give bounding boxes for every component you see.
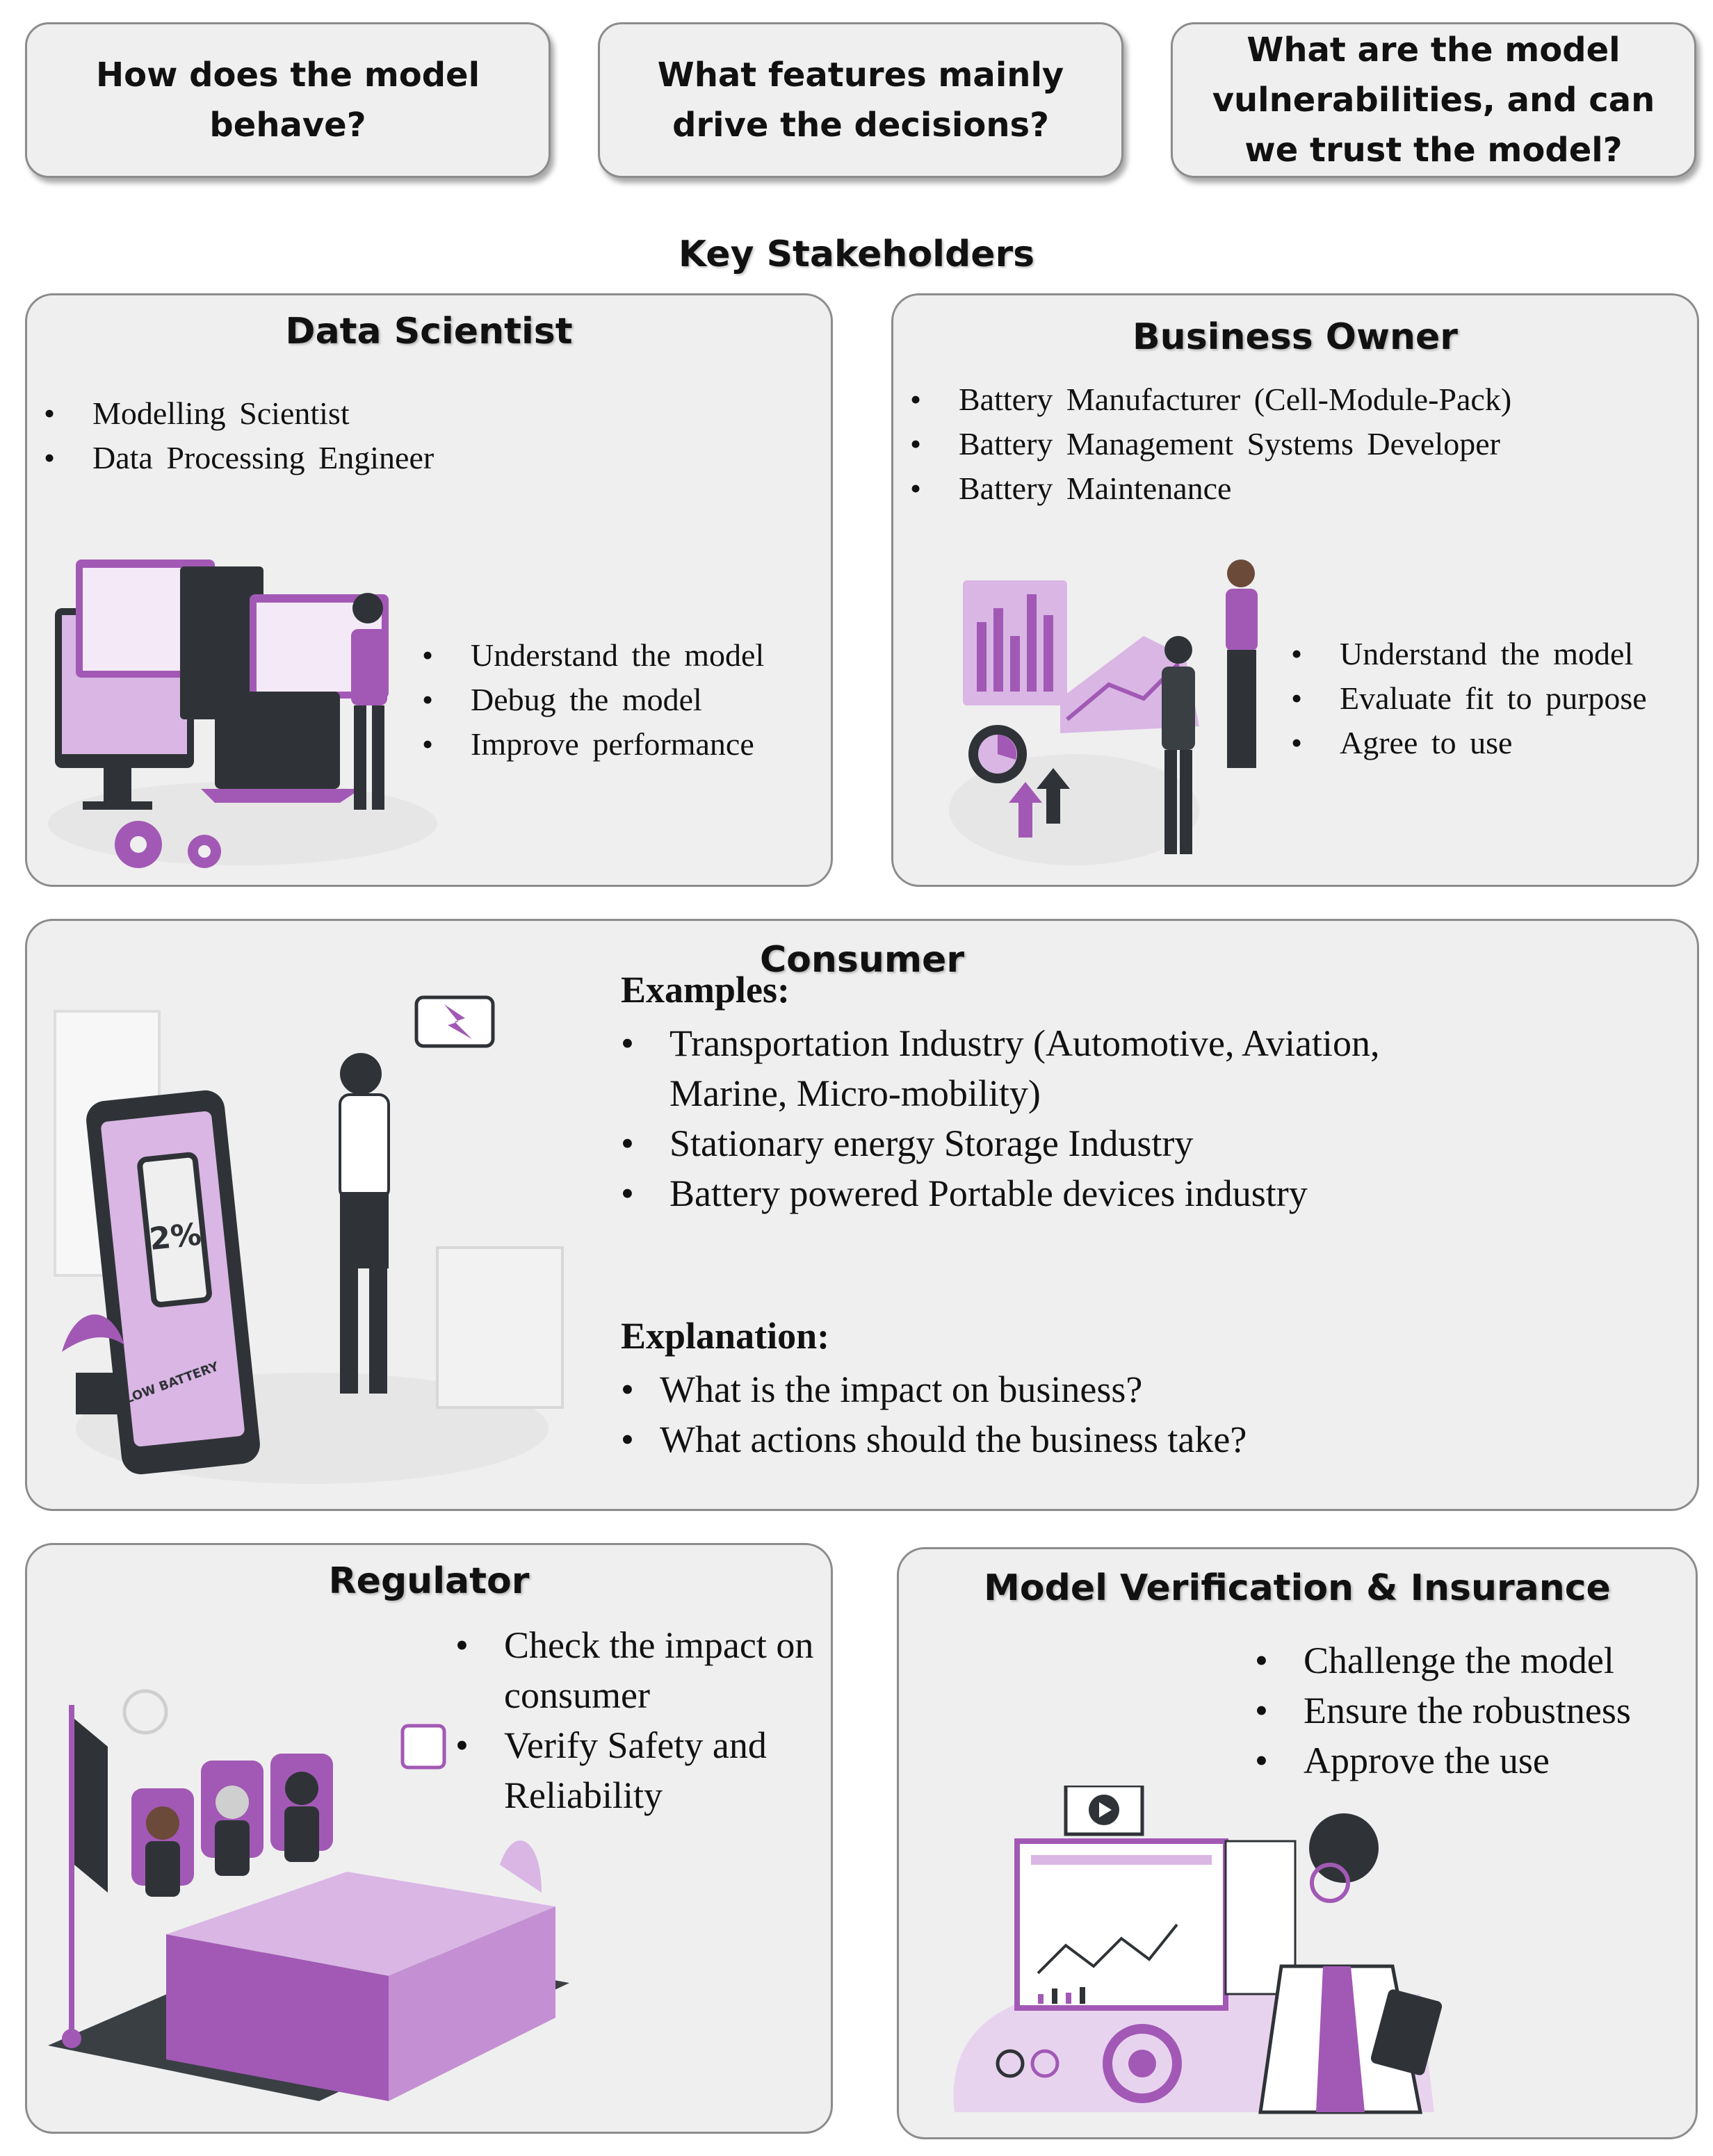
panel-data-scientist: Data Scientist Modelling Scientist Data … [25,293,833,887]
panel-model-verification: Model Verification & Insurance Challenge… [897,1547,1698,2139]
list-item: Debug the model [422,678,764,722]
panel-title: Regulator [328,1560,530,1602]
examples-list: Transportation Industry (Automotive, Avi… [621,1018,1483,1218]
business-owner-illustration [949,560,1258,865]
question-text: What are the model vulnerabilities, and … [1212,31,1655,170]
list-item: What is the impact on business? [621,1364,1247,1414]
panel-title: Data Scientist [285,311,573,352]
list-item: Battery Manufacturer (Cell-Module-Pack) [910,377,1511,422]
list-item: Verify Safety and Reliability [455,1720,845,1820]
panel-title: Model Verification & Insurance [984,1567,1611,1609]
task-list: Check the impact on consumer Verify Safe… [455,1620,845,1820]
panel-title: Business Owner [1132,316,1458,358]
list-item: Improve performance [422,722,764,767]
question-box-behavior: How does the model behave? [25,22,551,178]
data-scientist-illustration [48,560,437,868]
list-item: Stationary energy Storage Industry [621,1118,1483,1168]
verification-illustration [953,1786,1443,2114]
list-item: Battery powered Portable devices industr… [621,1168,1483,1218]
panel-regulator: Regulator Check the impact on consumer V… [25,1543,833,2134]
consumer-illustration: 2% LOW BATTERY [54,995,564,1484]
list-item: Battery Maintenance [910,466,1511,511]
list-item: Agree to use [1291,721,1647,765]
examples-heading: Examples: [621,969,790,1011]
explanation-heading: Explanation: [621,1315,830,1357]
list-item: Ensure the robustness [1255,1685,1631,1736]
list-item: Understand the model [1291,632,1647,676]
role-list: Battery Manufacturer (Cell-Module-Pack) … [910,377,1511,511]
list-item: Battery Management Systems Developer [910,422,1511,466]
panel-business-owner: Business Owner Battery Manufacturer (Cel… [891,293,1699,887]
list-item: Modelling Scientist [44,391,434,436]
question-box-trust: What are the model vulnerabilities, and … [1171,22,1696,178]
list-item: Transportation Industry (Automotive, Avi… [621,1018,1483,1118]
list-item: Evaluate fit to purpose [1291,676,1647,721]
question-box-features: What features mainly drive the decisions… [598,22,1123,178]
task-list: Challenge the model Ensure the robustnes… [1255,1635,1631,1786]
question-text: What features mainly drive the decisions… [657,56,1064,145]
explanation-list: What is the impact on business? What act… [621,1364,1247,1464]
task-list: Understand the model Debug the model Imp… [422,633,764,767]
list-item: What actions should the business take? [621,1414,1247,1464]
list-item: Approve the use [1255,1736,1631,1786]
battery-percent: 2% [147,1217,203,1258]
panel-consumer: Consumer 2% LOW BATTERY Examples: Transp… [25,919,1699,1511]
regulator-illustration [48,1689,569,2101]
list-item: Understand the model [422,633,764,678]
list-item: Challenge the model [1255,1635,1631,1685]
role-list: Modelling Scientist Data Processing Engi… [44,391,434,480]
panel-title: Consumer [760,939,964,981]
list-item: Data Processing Engineer [44,436,434,480]
question-text: How does the model behave? [95,56,480,145]
task-list: Understand the model Evaluate fit to pur… [1291,632,1647,765]
list-item: Check the impact on consumer [455,1620,845,1720]
section-heading: Key Stakeholders [678,234,1035,275]
